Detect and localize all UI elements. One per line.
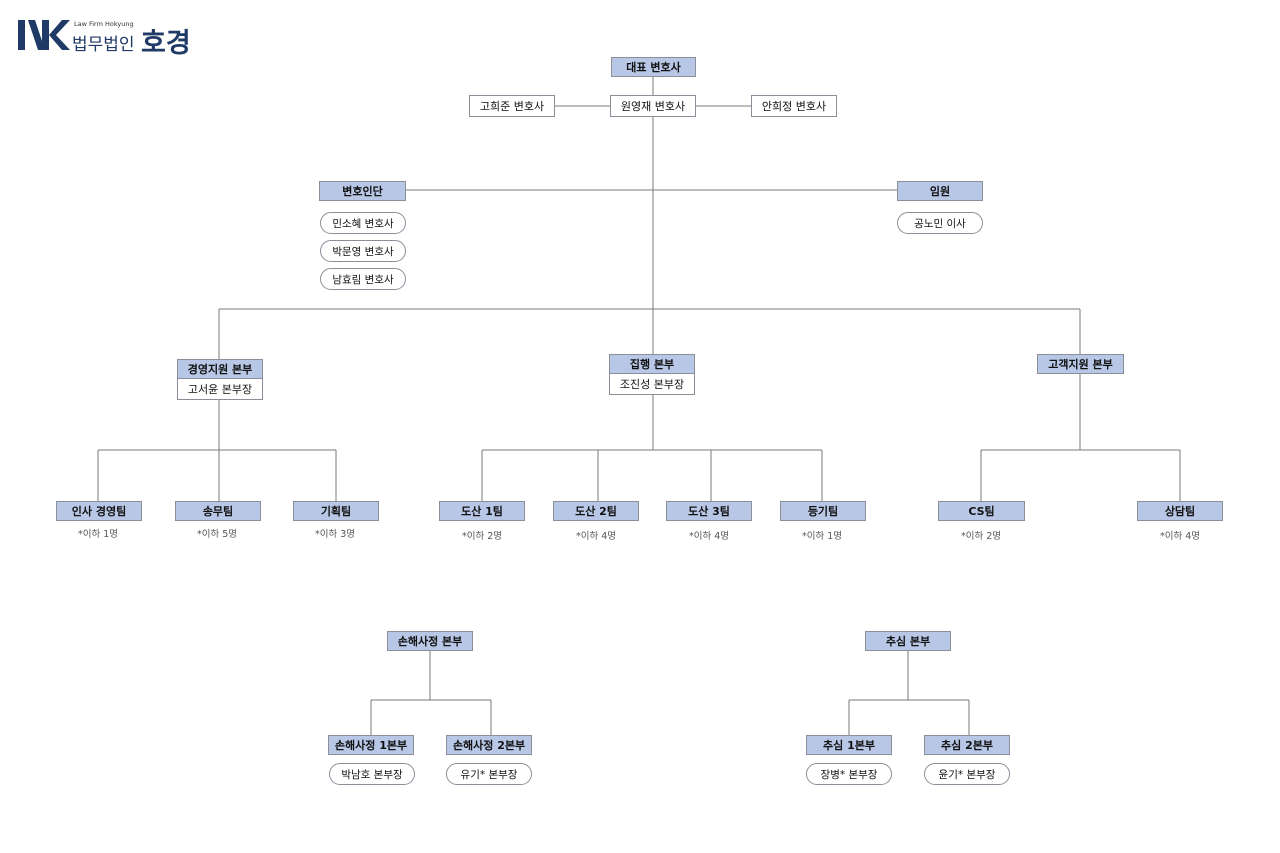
team-box: CS팀 bbox=[938, 501, 1025, 521]
lawyer-group-member: 민소혜 변호사 bbox=[320, 212, 406, 234]
team-box: 상담팀 bbox=[1137, 501, 1223, 521]
team-headcount: *이하 3명 bbox=[314, 529, 356, 540]
team-headcount: *이하 4명 bbox=[575, 531, 617, 542]
sub-division-head: 박남호 본부장 bbox=[329, 763, 415, 785]
lawyer-group-member: 박문영 변호사 bbox=[320, 240, 406, 262]
team-box: 송무팀 bbox=[175, 501, 261, 521]
sub-division-box: 추심 2본부 bbox=[924, 735, 1010, 755]
team-headcount: *이하 4명 bbox=[1159, 531, 1201, 542]
team-box: 도산 1팀 bbox=[439, 501, 525, 521]
sub-division-box: 추심 1본부 bbox=[806, 735, 892, 755]
division-execution-head: 조진성 본부장 bbox=[609, 373, 695, 395]
hk-logo-mark-icon bbox=[18, 20, 70, 50]
team-headcount: *이하 2명 bbox=[960, 531, 1002, 542]
team-headcount: *이하 5명 bbox=[196, 529, 238, 540]
division-customer-header: 고객지원 본부 bbox=[1037, 354, 1124, 374]
team-headcount: *이하 1명 bbox=[77, 529, 119, 540]
sub-division-box: 손해사정 2본부 bbox=[446, 735, 532, 755]
team-box: 인사 경영팀 bbox=[56, 501, 142, 521]
lawyer-left-box: 고희준 변호사 bbox=[469, 95, 555, 117]
division-loss-header: 손해사정 본부 bbox=[387, 631, 473, 651]
team-headcount: *이하 1명 bbox=[801, 531, 843, 542]
lawyer-group-member: 남효림 변호사 bbox=[320, 268, 406, 290]
division-management-head: 고서윤 본부장 bbox=[177, 378, 263, 400]
team-box: 도산 2팀 bbox=[553, 501, 639, 521]
ceo-box: 대표 변호사 bbox=[611, 57, 696, 77]
sub-division-head: 윤기* 본부장 bbox=[924, 763, 1010, 785]
division-execution-header: 집행 본부 bbox=[609, 354, 695, 374]
executive-header: 임원 bbox=[897, 181, 983, 201]
team-box: 도산 3팀 bbox=[666, 501, 752, 521]
sub-division-head: 장병* 본부장 bbox=[806, 763, 892, 785]
team-box: 등기팀 bbox=[780, 501, 866, 521]
lawyer-center-box: 원영재 변호사 bbox=[610, 95, 696, 117]
lawyer-group-header: 변호인단 bbox=[319, 181, 406, 201]
sub-division-box: 손해사정 1본부 bbox=[328, 735, 414, 755]
division-collection-header: 추심 본부 bbox=[865, 631, 951, 651]
logo-firm-name: 호경 bbox=[141, 28, 191, 59]
team-headcount: *이하 4명 bbox=[688, 531, 730, 542]
lawyer-right-box: 안희정 변호사 bbox=[751, 95, 837, 117]
division-management-header: 경영지원 본부 bbox=[177, 359, 263, 379]
logo-english-name: Law Firm Hokyung bbox=[74, 20, 134, 28]
sub-division-head: 유기* 본부장 bbox=[446, 763, 532, 785]
team-box: 기획팀 bbox=[293, 501, 379, 521]
logo-firm-type: 법무법인 bbox=[72, 35, 135, 55]
executive-member: 공노민 이사 bbox=[897, 212, 983, 234]
team-headcount: *이하 2명 bbox=[461, 531, 503, 542]
